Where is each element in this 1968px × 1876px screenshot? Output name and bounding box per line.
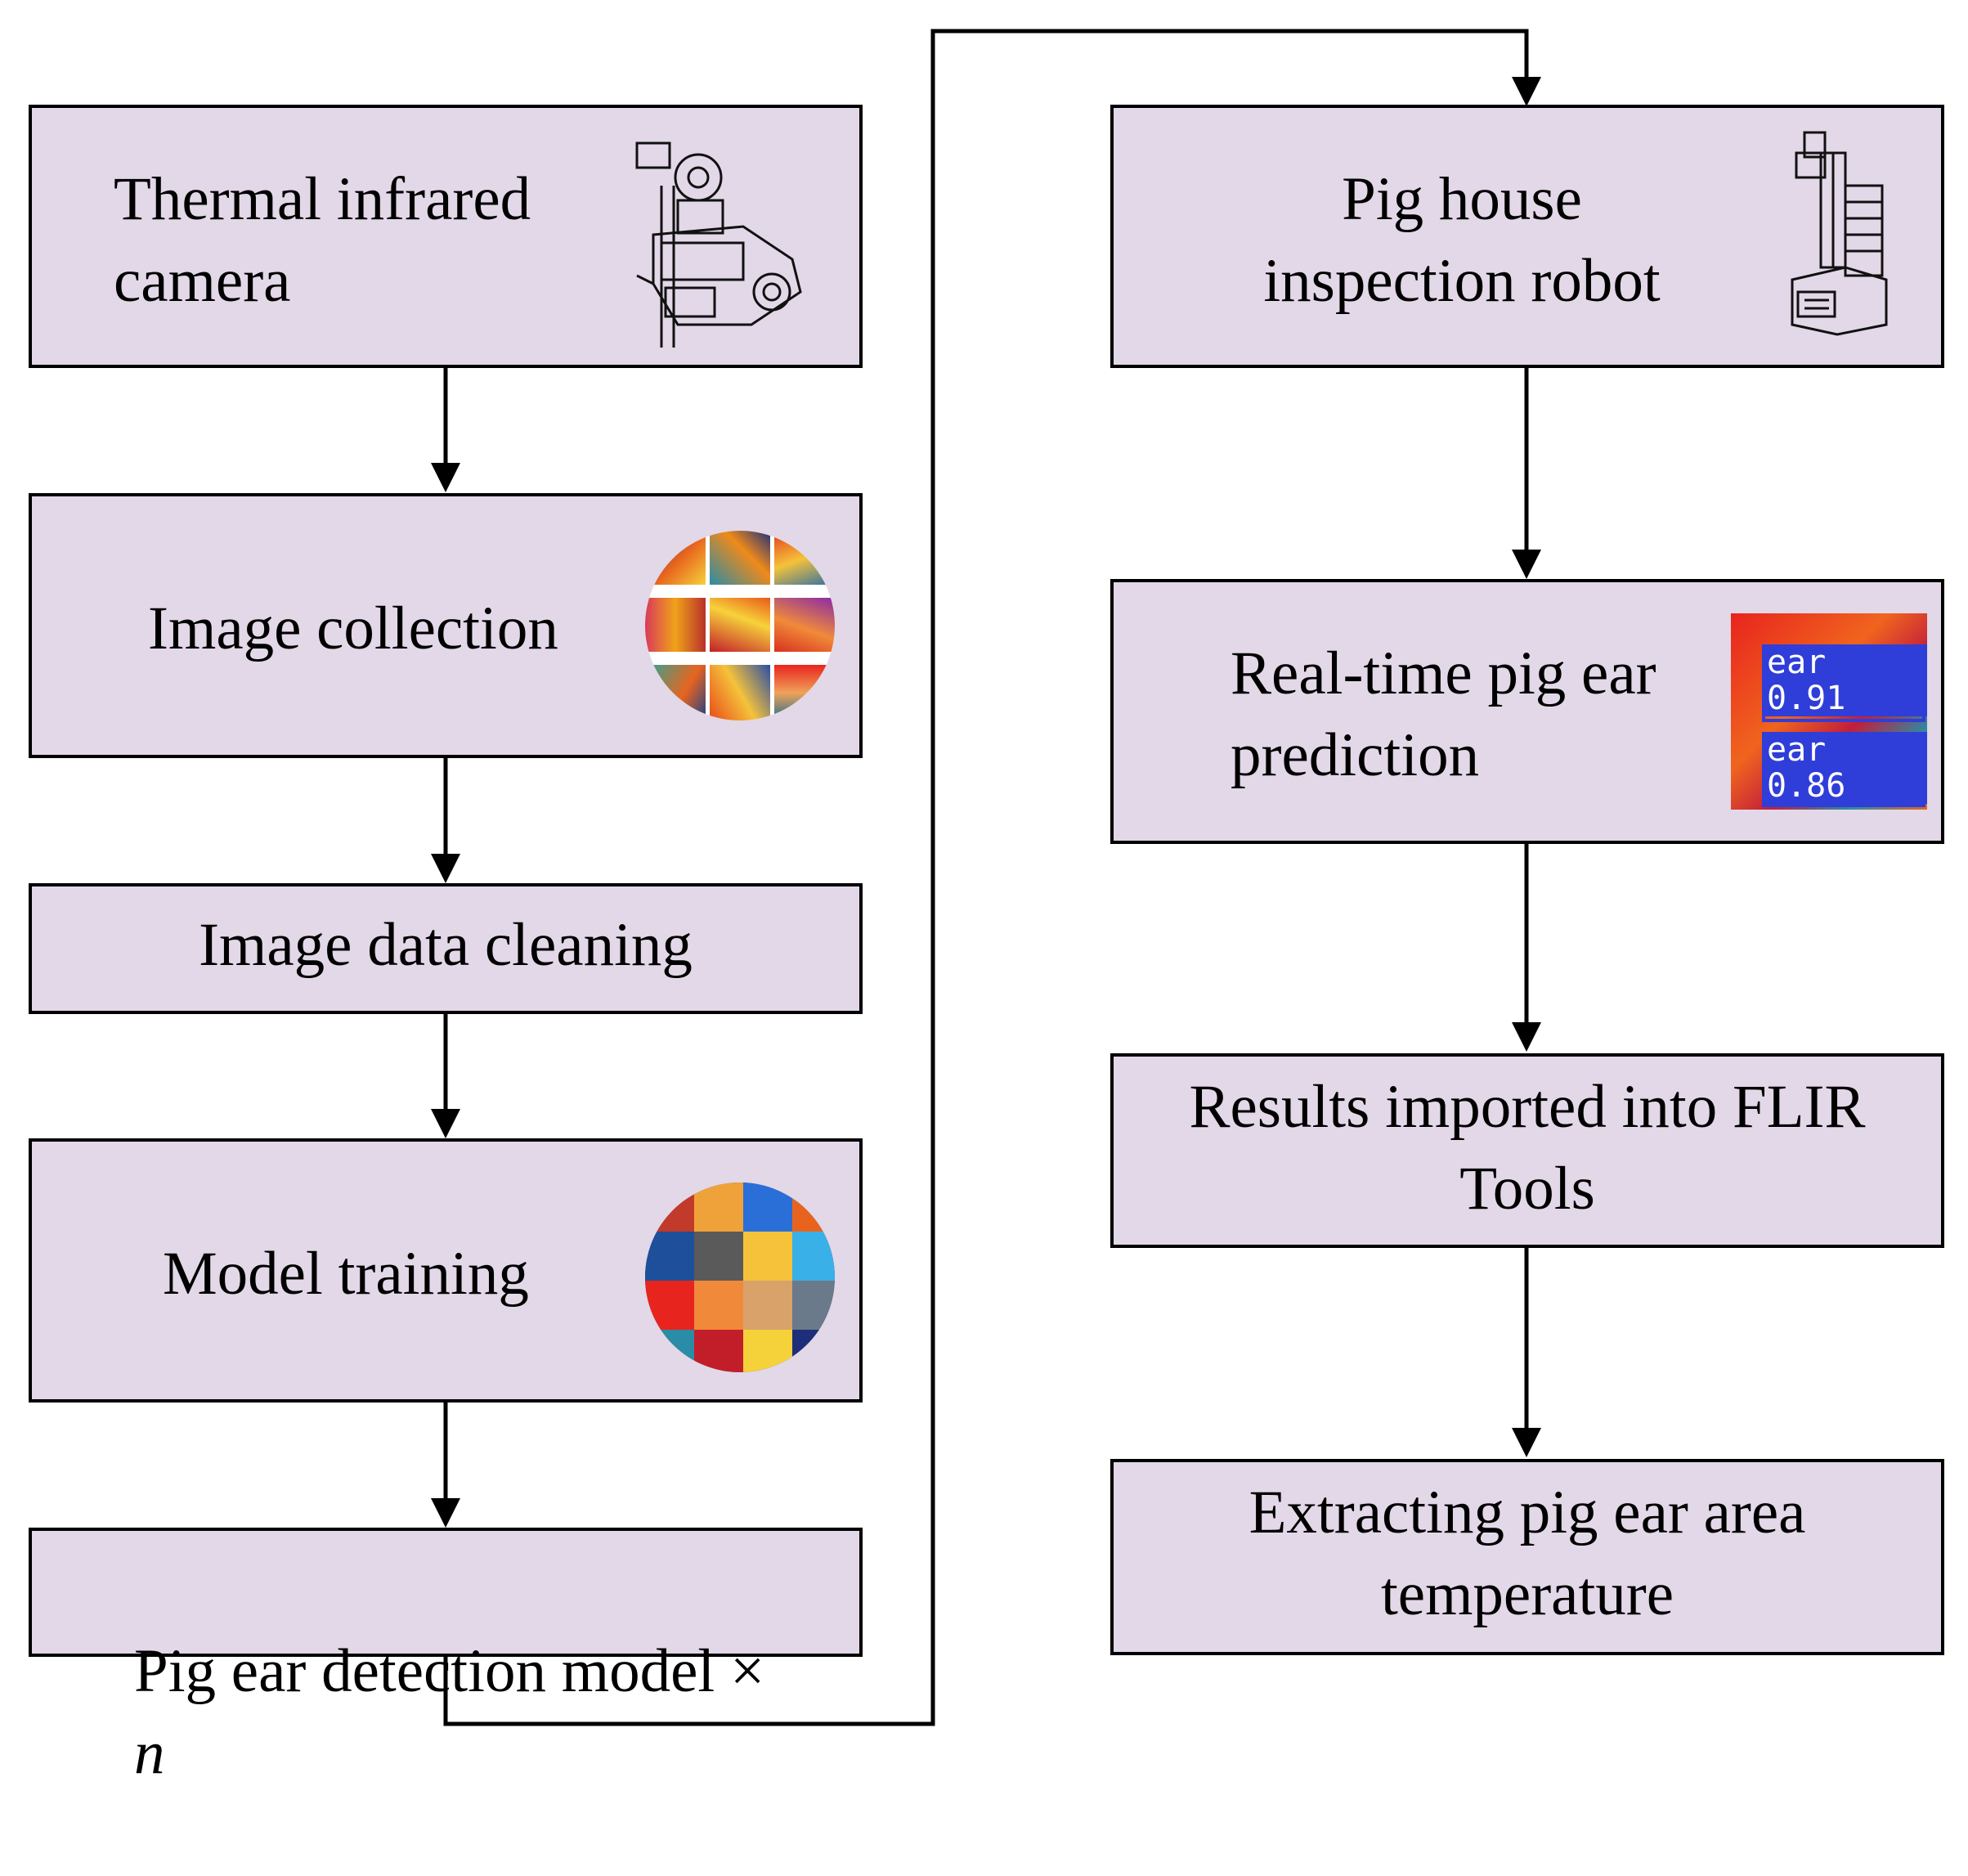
- detection-model-variable: n: [134, 1719, 165, 1787]
- detection-label-1: ear 0.91: [1762, 644, 1927, 716]
- detection-label-2: ear 0.86: [1762, 732, 1927, 804]
- thermal-image-grid-icon: [645, 531, 835, 720]
- prediction-line2: prediction: [1231, 721, 1480, 789]
- connector-layer: [431, 29, 1541, 1726]
- extract-line2: temperature: [1380, 1560, 1674, 1628]
- arrowhead: [1512, 550, 1541, 579]
- detection-model-box: Pig ear detection model × n: [29, 1528, 863, 1787]
- extract-box: Extracting pig ear area temperature: [1110, 1459, 1944, 1655]
- flir-box: Results imported into FLIR Tools: [1110, 1053, 1944, 1248]
- arrowhead: [1512, 1022, 1541, 1052]
- prediction-thumbnail: ear 0.91 ear 0.86: [1731, 613, 1927, 810]
- arrowhead: [431, 1498, 460, 1528]
- flir-line1: Results imported into FLIR: [1189, 1073, 1866, 1141]
- prediction-box: Real-time pig ear prediction ear 0.91 ea…: [1110, 579, 1944, 844]
- detection-model-label: Pig ear detection model × n: [73, 1549, 764, 1876]
- thermal-camera-line2: camera: [114, 247, 291, 315]
- arrowhead: [431, 854, 460, 883]
- image-collection-box: Image collection: [29, 493, 863, 758]
- thermal-camera-line1: Thermal infrared: [114, 165, 531, 233]
- arrowhead: [431, 463, 460, 492]
- arrowhead: [1512, 77, 1541, 106]
- inspection-robot-box: Pig house inspection robot: [1110, 105, 1944, 368]
- model-training-box: Model training: [29, 1138, 863, 1403]
- training-mosaic-icon: [645, 1183, 835, 1372]
- camera-robot-head-icon: [635, 141, 802, 348]
- extract-line1: Extracting pig ear area: [1248, 1479, 1806, 1546]
- image-cleaning-label: Image data cleaning: [199, 911, 693, 979]
- inspection-robot-icon: [1791, 131, 1888, 336]
- arrow-detection-to-robot: [443, 29, 1529, 1726]
- model-training-label: Model training: [163, 1240, 529, 1308]
- arrowhead: [1512, 1428, 1541, 1457]
- thermal-camera-box: Thermal infrared camera: [29, 105, 863, 368]
- prediction-line1: Real-time pig ear: [1231, 640, 1656, 707]
- inspection-robot-line2: inspection robot: [1263, 247, 1661, 315]
- inspection-robot-line1: Pig house: [1342, 165, 1582, 233]
- image-cleaning-box: Image data cleaning: [29, 883, 863, 1014]
- image-collection-label: Image collection: [148, 595, 558, 662]
- arrowhead: [431, 1109, 460, 1138]
- detection-model-text: Pig ear detection model ×: [134, 1637, 765, 1705]
- flir-line2: Tools: [1459, 1155, 1595, 1223]
